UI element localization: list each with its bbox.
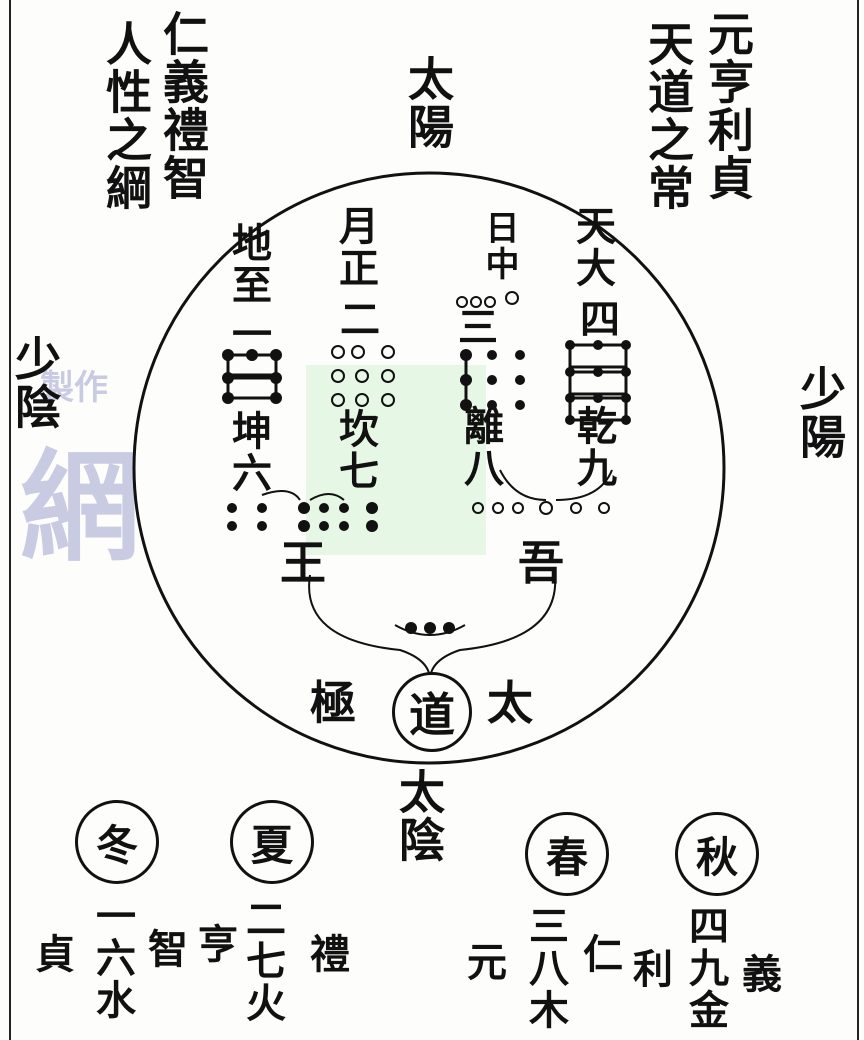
spring-quality: 仁	[583, 931, 623, 978]
season-summer: 夏	[230, 800, 314, 884]
great-circle	[132, 171, 726, 765]
yue-label: 月正	[332, 205, 379, 289]
season-winter: 冬	[75, 800, 159, 884]
left-cluster-dots	[227, 502, 378, 532]
summer-quality: 禮	[310, 931, 350, 978]
center-dots	[405, 622, 455, 634]
top-right-subtitle: 天道之常	[641, 20, 695, 212]
ri-number: 三	[458, 304, 498, 351]
di-label: 地至	[225, 222, 272, 306]
summer-virtue: 亨	[198, 921, 238, 968]
top-left-subtitle: 人性之綱	[99, 20, 153, 212]
season-autumn: 秋	[675, 812, 759, 896]
autumn-quality: 義	[742, 951, 782, 998]
autumn-number: 四九金	[682, 905, 729, 1031]
li-dots	[460, 349, 525, 411]
tian-number: 四	[580, 296, 620, 343]
spring-number: 三八木	[522, 905, 569, 1031]
qian-dots	[565, 340, 631, 425]
bottom-label-taiyin: 太陰	[392, 768, 446, 864]
winter-virtue: 貞	[35, 931, 75, 978]
kun-trigram	[226, 353, 278, 400]
kan-label: 坎七	[332, 408, 379, 492]
top-left-title: 仁義禮智	[156, 10, 210, 202]
tian-label: 天大	[569, 205, 616, 289]
watermark-top-text: 製作	[40, 368, 108, 408]
season-spring: 春	[525, 812, 609, 896]
sun-circles	[456, 291, 519, 308]
di-number: 一	[232, 311, 272, 358]
tai-ji-right: 太	[487, 676, 533, 730]
winter-number: 一六水	[89, 895, 136, 1021]
li-label: 離八	[457, 405, 504, 489]
kun-label: 坤六	[225, 410, 272, 494]
tai-ji-left: 極	[310, 676, 356, 730]
autumn-virtue: 利	[633, 946, 673, 993]
right-node: 吾	[518, 536, 564, 590]
yue-number: 二	[340, 296, 380, 343]
kun-dots	[222, 349, 282, 404]
winter-quality: 智	[148, 926, 188, 973]
left-label-shaoyin: 少陰	[8, 335, 62, 431]
watermark-main-text: 網	[20, 439, 148, 578]
tao-circle: 道	[392, 672, 472, 752]
top-right-title: 元亨利貞	[701, 10, 755, 202]
left-node: 王	[280, 536, 326, 590]
branch-curves	[261, 469, 613, 681]
ri-label: 日中	[479, 210, 519, 282]
summer-number: 二七火	[239, 898, 286, 1024]
watermark-box	[306, 365, 486, 555]
top-label-taiyang: 太陽	[401, 55, 455, 151]
qian-label: 乾九	[570, 405, 617, 489]
kan-circles	[331, 345, 395, 407]
right-cluster-circles	[472, 501, 610, 515]
spring-virtue: 元	[467, 939, 507, 986]
right-label-shaoyang: 少陽	[793, 365, 847, 461]
